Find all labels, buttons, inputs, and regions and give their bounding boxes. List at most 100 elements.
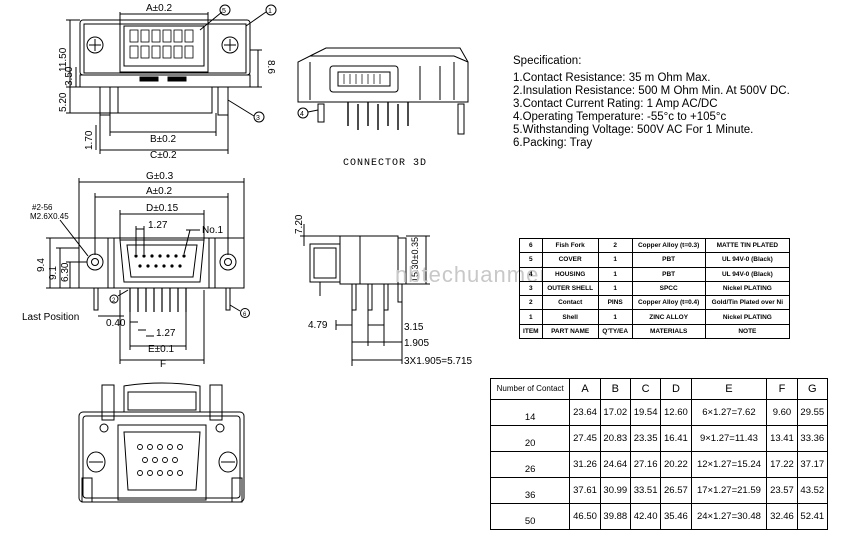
- spec-line: 2.Insulation Resistance: 500 M Ohm Min. …: [513, 85, 790, 97]
- cell: 17.02: [599, 399, 631, 426]
- cell: 36: [489, 477, 571, 504]
- bom-name: HOUSING: [541, 266, 599, 282]
- spec-line: 3.Contact Current Rating: 1 Amp AC/DC: [513, 98, 718, 110]
- top-dim-170: 1.70: [84, 130, 95, 150]
- bom-header-name: PART NAME: [541, 323, 599, 340]
- side-dim-1905: 1.905: [404, 338, 429, 349]
- cell: 33.51: [629, 477, 662, 504]
- top-dim-1150: 11.50: [58, 47, 69, 72]
- side-dim-1530: 15.30±0.35: [410, 237, 420, 282]
- cell: 52.41: [796, 503, 829, 530]
- top-dim-c: C±0.2: [150, 150, 177, 161]
- cell: 39.88: [599, 503, 631, 530]
- table-row: 2 Contact PINS Copper Alloy (t=0.4) Gold…: [519, 295, 791, 311]
- bom-material: PBT: [631, 252, 706, 268]
- spec-title: Specification:: [513, 55, 582, 67]
- side-dim-720: 7.20: [294, 214, 305, 234]
- front-dim-94: 9.4: [36, 258, 47, 272]
- front-m2: M2.6X0.45: [30, 212, 69, 221]
- bom-qty: 2: [597, 237, 633, 254]
- spec-line: 4.Operating Temperature: -55°c to +105°c: [513, 111, 727, 123]
- bom-note: UL 94V-0 (Black): [704, 266, 791, 282]
- bom-material: Copper Alloy (t=0.3): [631, 237, 706, 254]
- table-row: 1 Shell 1 ZINC ALLOY Nickel PLATING: [519, 309, 791, 325]
- bom-item: 4: [519, 266, 543, 282]
- header-c: C: [629, 378, 662, 400]
- bom-material: Copper Alloy (t=0.4): [631, 295, 706, 311]
- bom-note: Nickel PLATING: [704, 280, 791, 297]
- front-dim-a: A±0.2: [146, 186, 172, 197]
- table-row: 26 31.26 24.64 27.16 20.22 12×1.27=15.24…: [489, 451, 829, 478]
- cell: 17.22: [766, 451, 798, 478]
- top-dim-b: B±0.2: [150, 134, 176, 145]
- bom-qty: 1: [597, 266, 633, 282]
- front-dim-127b: 1.27: [156, 328, 176, 339]
- cell: 37.17: [796, 451, 829, 478]
- table-row: 6 Fish Fork 2 Copper Alloy (t=0.3) MATTE…: [519, 237, 791, 254]
- bom-note: MATTE TIN PLATED: [704, 237, 791, 254]
- bom-item: 5: [519, 252, 543, 268]
- bom-qty: 1: [597, 309, 633, 325]
- cell: 14: [489, 399, 571, 426]
- callout-2-label: 2: [112, 298, 116, 304]
- bom-item: 6: [519, 237, 543, 254]
- callout-3-label: 3: [256, 115, 260, 122]
- cell: 43.52: [796, 477, 829, 504]
- top-dim-520: 5.20: [58, 92, 69, 112]
- cell: 50: [489, 503, 571, 530]
- bom-name: COVER: [541, 252, 599, 268]
- side-view: [300, 224, 430, 366]
- table-row: 20 27.45 20.83 23.35 16.41 9×1.27=11.43 …: [489, 425, 829, 452]
- front-dim-91: 9.1: [48, 266, 59, 280]
- bom-qty: PINS: [597, 295, 633, 311]
- table-row: 4 HOUSING 1 PBT UL 94V-0 (Black): [519, 266, 791, 282]
- bom-qty: 1: [597, 252, 633, 268]
- cell: 12×1.27=15.24: [690, 451, 768, 478]
- cell: 42.40: [629, 503, 662, 530]
- bom-item: 1: [519, 309, 543, 325]
- header-a: A: [569, 378, 601, 400]
- spec-line: 1.Contact Resistance: 35 m Ohm Max.: [513, 72, 711, 84]
- cell: 23.57: [766, 477, 798, 504]
- bom-note: Nickel PLATING: [704, 309, 791, 325]
- cell: 27.16: [629, 451, 662, 478]
- side-dim-315: 3.15: [404, 322, 424, 333]
- header-b: B: [599, 378, 631, 400]
- table-row: 50 46.50 39.88 42.40 35.46 24×1.27=30.48…: [489, 503, 829, 530]
- front-dim-g: G±0.3: [146, 171, 174, 182]
- cell: 13.41: [766, 425, 798, 452]
- cell: 26.57: [660, 477, 692, 504]
- specification-block: Specification: 1.Contact Resistance: 35 …: [513, 55, 790, 150]
- front-dim-f: F: [160, 359, 166, 370]
- bom-name: Shell: [541, 309, 599, 325]
- front-last-position: Last Position: [22, 312, 79, 323]
- table-row: 5 COVER 1 PBT UL 94V-0 (Black): [519, 252, 791, 268]
- cell: 24.64: [599, 451, 631, 478]
- cell: 19.54: [629, 399, 662, 426]
- bom-note: UL 94V-0 (Black): [704, 252, 791, 268]
- bom-header-material: MATERIALS: [631, 323, 706, 340]
- front-dim-040: 0.40: [106, 318, 126, 329]
- bom-name: OUTER SHELL: [541, 280, 599, 297]
- cell: 30.99: [599, 477, 631, 504]
- bom-material: PBT: [631, 266, 706, 282]
- front-no1: No.1: [202, 225, 224, 236]
- cell: 35.46: [660, 503, 692, 530]
- bom-name: Fish Fork: [541, 237, 599, 254]
- cell: 17×1.27=21.59: [690, 477, 768, 504]
- cell: 33.36: [796, 425, 829, 452]
- callout-4-label: 4: [300, 111, 304, 118]
- top-view: [66, 4, 277, 154]
- front-view: [46, 178, 250, 364]
- top-dim-86: 8.6: [265, 60, 276, 74]
- bom-name: Contact: [541, 295, 599, 311]
- table-row: 14 23.64 17.02 19.54 12.60 6×1.27=7.62 9…: [489, 399, 829, 426]
- cell: 20: [489, 425, 571, 452]
- table-row: 36 37.61 30.99 33.51 26.57 17×1.27=21.59…: [489, 477, 829, 504]
- dimension-table: Number of Contact A B C D E F G 14 23.64…: [489, 378, 829, 530]
- cell: 23.64: [569, 399, 601, 426]
- bottom-view: [78, 382, 245, 503]
- spec-line: 5.Withstanding Voltage: 500V AC For 1 Mi…: [513, 124, 754, 136]
- table-header-row: Number of Contact A B C D E F G: [489, 378, 829, 400]
